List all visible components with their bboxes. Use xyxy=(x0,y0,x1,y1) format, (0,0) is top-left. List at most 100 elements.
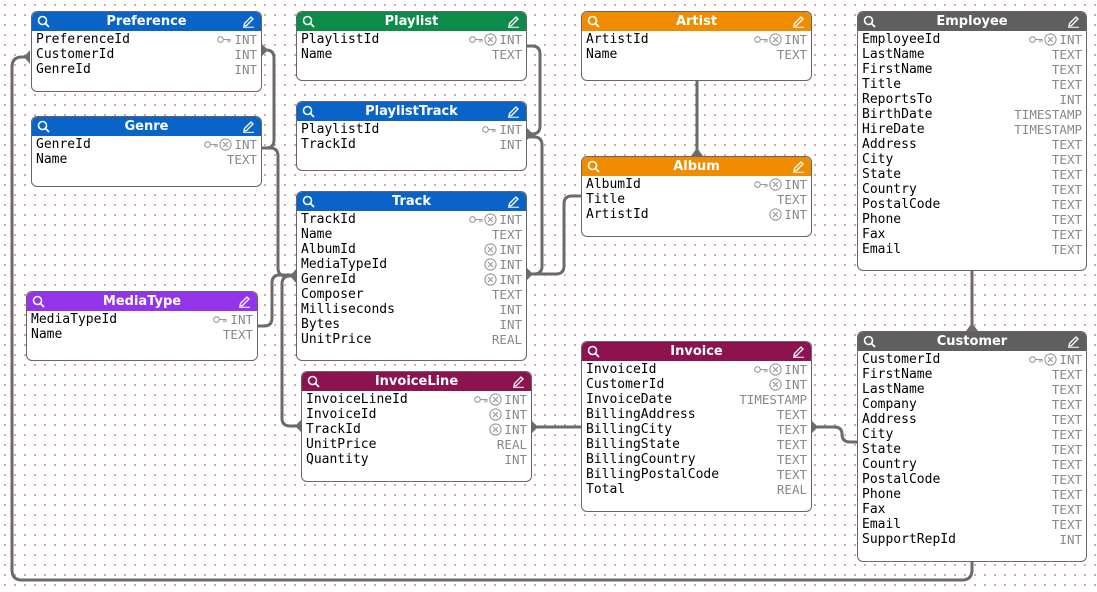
search-icon[interactable] xyxy=(863,15,876,28)
table-header[interactable]: Invoice xyxy=(582,342,811,361)
search-icon[interactable] xyxy=(37,120,50,133)
search-icon[interactable] xyxy=(307,375,320,388)
table-header[interactable]: InvoiceLine xyxy=(302,372,531,391)
table-header[interactable]: Employee xyxy=(858,12,1086,31)
pencil-icon[interactable] xyxy=(1067,335,1080,348)
search-icon[interactable] xyxy=(37,15,50,28)
search-icon[interactable] xyxy=(302,105,315,118)
search-icon[interactable] xyxy=(587,15,600,28)
table-header[interactable]: Album xyxy=(582,157,811,176)
search-icon[interactable] xyxy=(863,335,876,348)
search-icon[interactable] xyxy=(32,295,45,308)
search-icon[interactable] xyxy=(302,15,315,28)
pencil-icon[interactable] xyxy=(242,15,255,28)
pencil-icon[interactable] xyxy=(792,15,805,28)
search-icon[interactable] xyxy=(587,345,600,358)
pencil-icon[interactable] xyxy=(507,105,520,118)
table-header[interactable]: Genre xyxy=(32,117,261,136)
pencil-icon[interactable] xyxy=(792,160,805,173)
pencil-icon[interactable] xyxy=(242,120,255,133)
table-header[interactable]: MediaType xyxy=(27,292,257,311)
table-header[interactable]: Playlist xyxy=(297,12,526,31)
pencil-icon[interactable] xyxy=(792,345,805,358)
search-icon[interactable] xyxy=(302,195,315,208)
table-header[interactable]: Preference xyxy=(32,12,261,31)
pencil-icon[interactable] xyxy=(512,375,525,388)
search-icon[interactable] xyxy=(587,160,600,173)
table-header[interactable]: Track xyxy=(297,192,526,211)
